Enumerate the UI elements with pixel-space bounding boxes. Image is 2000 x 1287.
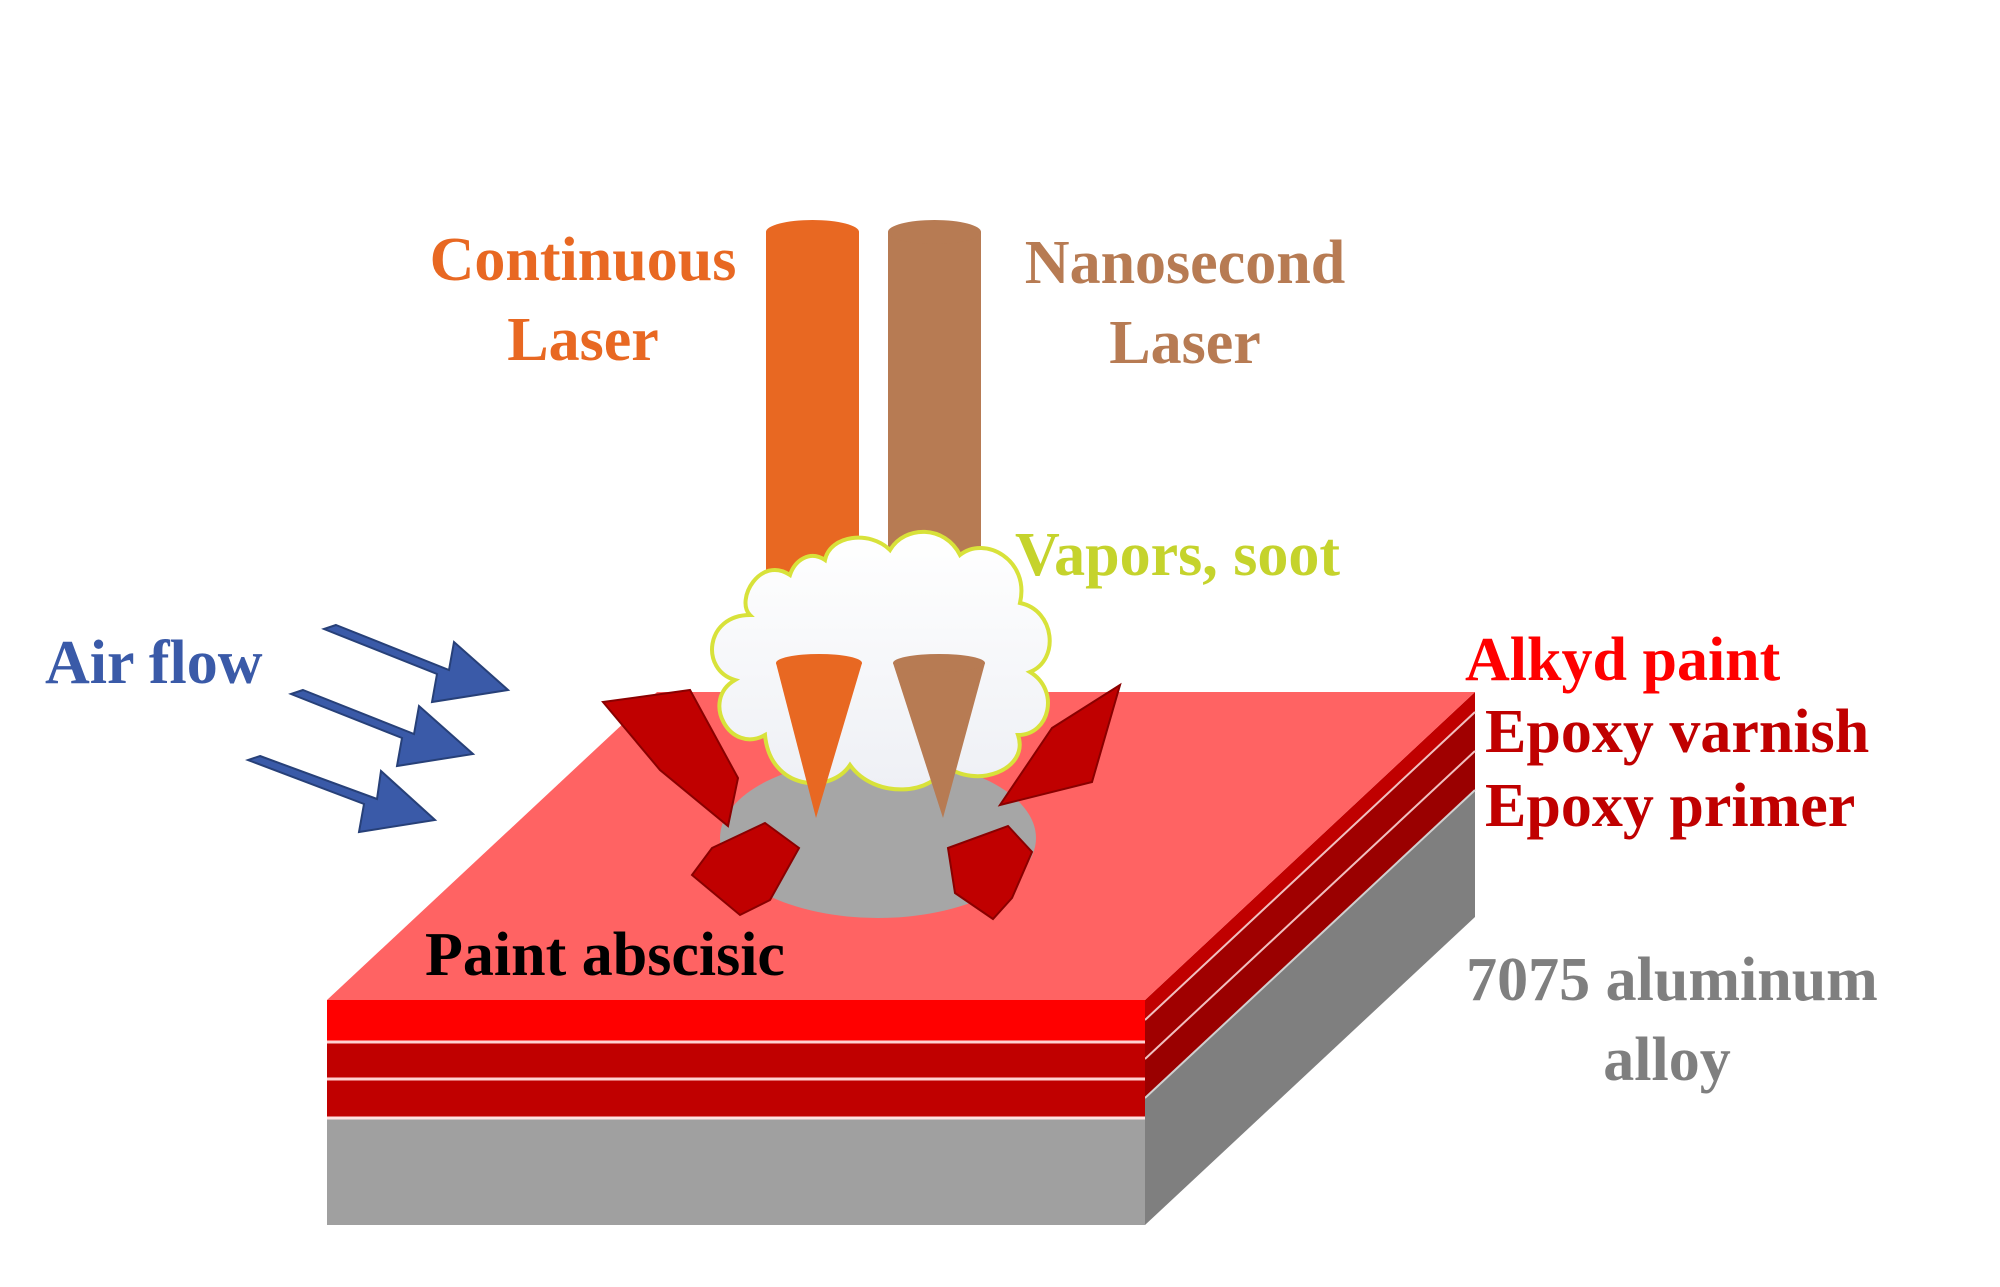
alloy-side-face [1145,790,1475,1225]
substrate-block [327,692,1476,1225]
aluminum-alloy-layer [327,1118,1145,1225]
nanosecond-laser-label-line1: Nanosecond [1025,229,1345,297]
continuous-laser-cone [776,654,862,818]
continuous-laser-label-line1: Continuous [430,226,737,294]
epoxy-primer-layer [327,1079,1145,1118]
alloy-label-line1: 7075 aluminum [1466,946,1878,1014]
epoxy-varnish-label: Epoxy varnish [1485,698,1869,766]
paint-fragment [946,824,1034,921]
air-flow-arrow-icon [321,623,511,704]
continuous-laser-label-line2: Laser [507,306,659,374]
paint-abscisic-label: Paint abscisic [425,921,785,989]
alkyd-paint-label: Alkyd paint [1465,626,1781,694]
vapors-soot-label: Vapors, soot [1015,521,1340,589]
epoxy-varnish-layer [327,1042,1145,1079]
alloy-label-line2: alloy [1603,1026,1730,1094]
nanosecond-laser-label-line2: Laser [1109,309,1261,377]
air-flow-arrows [245,623,511,834]
alkyd-paint-layer [327,1000,1145,1042]
primer-side-face [1145,751,1475,1098]
paint-fragments [601,682,1122,921]
air-flow-arrow-icon [245,754,438,834]
varnish-side-face [1145,712,1475,1059]
paint-fragment [601,688,740,828]
paint-fragment [997,682,1122,807]
nanosecond-laser-cone [893,654,985,818]
alkyd-side-face [1145,692,1475,1020]
paint-fragment [690,821,801,917]
epoxy-primer-label: Epoxy primer [1485,772,1855,840]
air-flow-label: Air flow [45,629,263,697]
air-flow-arrow-icon [288,688,476,768]
